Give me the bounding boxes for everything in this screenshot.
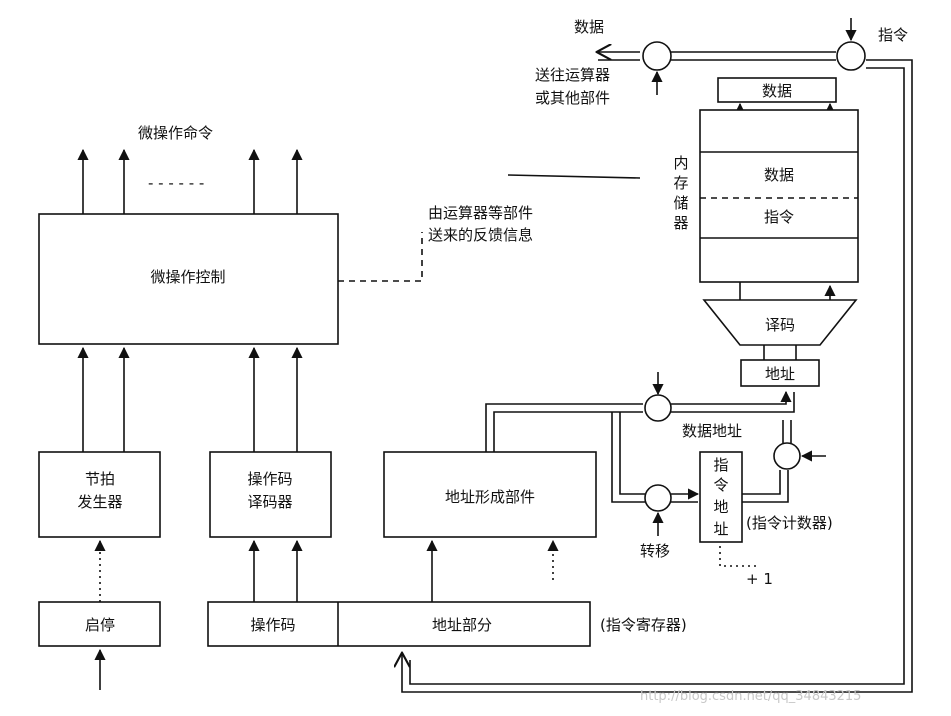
clock-generator-box [38,451,161,538]
transfer-path-1 [619,412,645,495]
program-counter-note: (指令计数器) [746,514,833,532]
data-address-to-addrreg-2 [671,392,795,413]
data-address-label: 数据地址 [682,422,742,440]
feedback-label-1: 由运算器等部件 [428,204,533,222]
micro-cmd-ellipsis: - - - - - - [148,174,204,192]
plus-one-label: + 1 [746,570,773,588]
address-forming-unit-label: 地址形成部件 [445,488,535,506]
memory-label-char-1: 内 [673,154,688,172]
transfer-gate [644,484,672,512]
pc-label-char-1: 指 [713,456,728,474]
transfer-label: 转移 [640,542,670,560]
data-output-gate [642,41,672,71]
instruction-bus-outer [402,59,913,693]
instruction-bus-inner [409,67,905,685]
micro-operation-control-box [38,213,339,345]
memory-label-char-2: 存 [673,174,688,192]
watermark: http://blog.csdn.net/qq_34843215 [640,689,861,704]
data-address-to-addrreg-1 [671,390,792,405]
address-register-box [740,359,820,387]
addrform-bus-outer [485,403,643,452]
opcode-decoder-label-1: 操作码 [247,470,292,488]
instruction-output-gate [836,41,866,71]
address-field-label: 地址部分 [432,616,492,634]
micro-operation-control-label: 微操作控制 [150,268,225,286]
pc-output-gate [773,442,801,470]
address-decoder-shape [702,299,858,346]
memory-instruction-row-label: 指令 [764,208,794,226]
memory-box [699,109,859,283]
memory-data-row-label: 数据 [764,166,794,184]
feedback-dashed-line [338,232,423,282]
data-output-label: 数据 [574,18,604,36]
address-forming-unit-box [383,451,597,538]
pc-to-gate-1 [742,470,781,495]
pc-label-char-3: 地 [713,498,728,516]
address-decoder-label: 译码 [765,316,795,334]
micro-commands-label: 微操作命令 [138,124,213,142]
data-register-box [717,77,837,103]
program-counter-box [699,451,743,543]
to-alu-label-1: 送往运算器 [535,66,610,84]
instruction-register-note: (指令寄存器) [600,616,687,634]
instruction-output-label: 指令 [878,26,908,44]
clock-generator-label-2: 发生器 [77,493,122,511]
opcode-decoder-box [209,451,332,538]
pc-label-char-2: 令 [713,476,728,494]
pc-to-gate-2 [742,470,789,503]
stray-line [507,174,641,179]
transfer-path-2 [611,412,645,503]
addrform-bus-inner [493,411,643,452]
feedback-label-2: 送来的反馈信息 [428,226,533,244]
address-register-label: 地址 [765,365,795,383]
opcode-field-label: 操作码 [250,616,295,634]
data-register-label: 数据 [762,82,792,100]
to-alu-label-2: 或其他部件 [535,89,610,107]
start-stop-box [38,601,161,647]
data-address-gate [644,394,672,422]
clock-generator-label-1: 节拍 [85,470,115,488]
pc-label-char-4: 址 [713,520,728,538]
memory-label-char-3: 储 [673,194,688,212]
memory-label-char-4: 器 [673,214,688,232]
instruction-register-box [207,601,591,647]
start-stop-label: 启停 [85,616,115,634]
plus-one-dotted-path [719,546,760,567]
opcode-decoder-label-2: 译码器 [247,493,292,511]
